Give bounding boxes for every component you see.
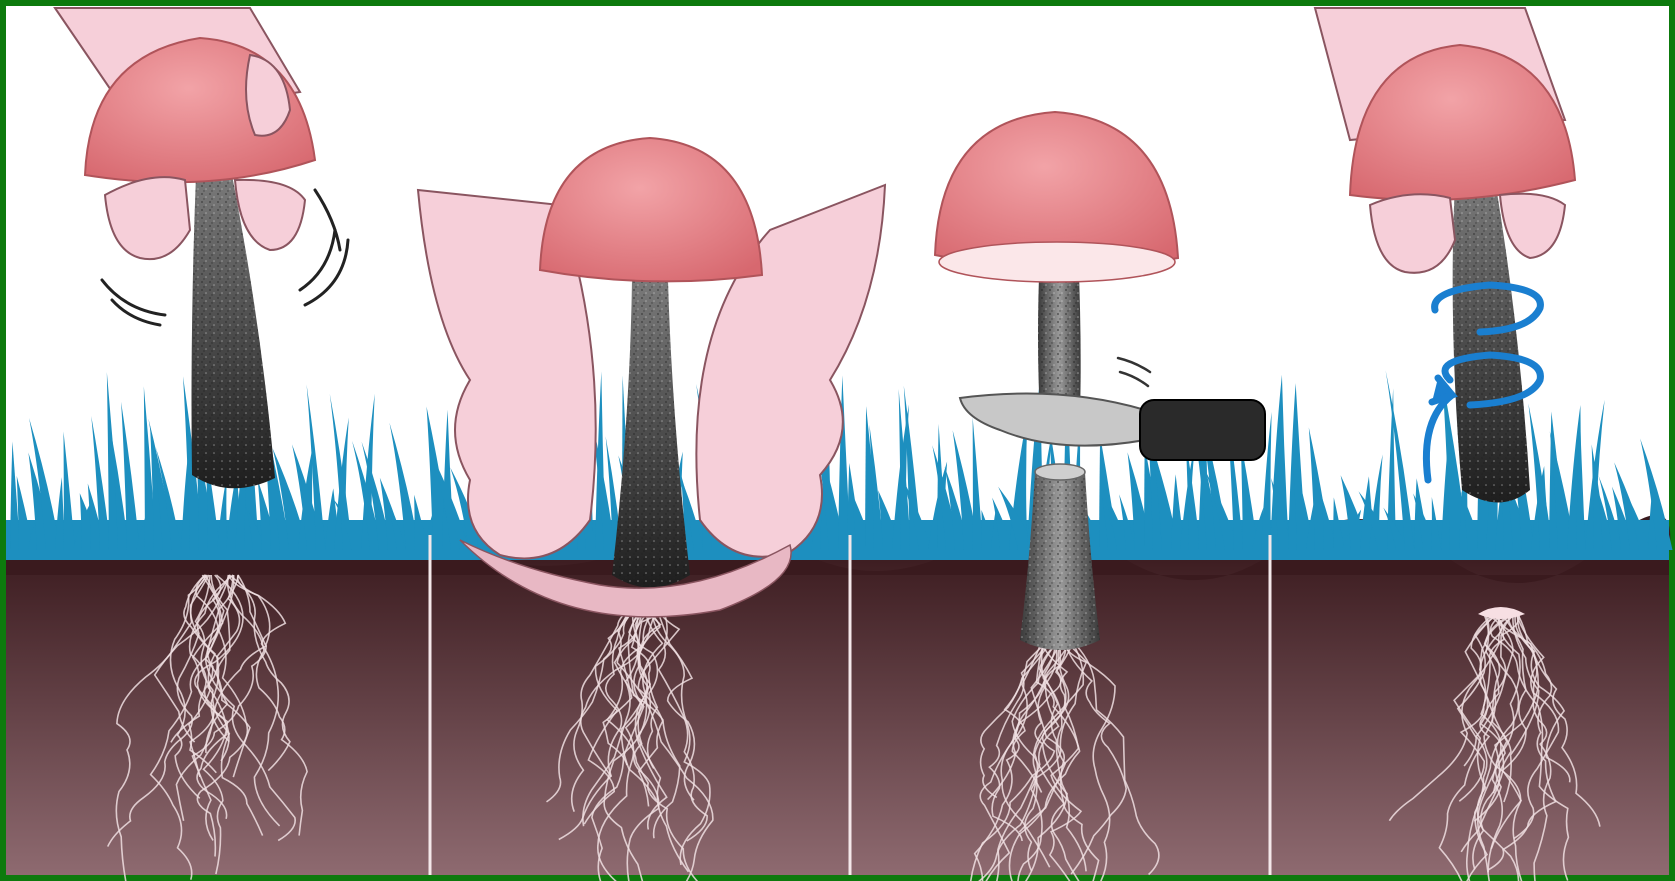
cap-3-gills — [939, 242, 1175, 282]
knife-blade — [960, 394, 1145, 446]
panel-1 — [55, 8, 348, 488]
cap-2 — [540, 138, 762, 281]
knife-handle — [1140, 400, 1265, 460]
grass-blade — [217, 477, 227, 550]
motion-lines — [1118, 358, 1150, 386]
grass-blade — [63, 432, 74, 550]
grass-blade — [973, 417, 983, 550]
stump-top — [1035, 464, 1085, 480]
knife-icon — [960, 358, 1265, 460]
